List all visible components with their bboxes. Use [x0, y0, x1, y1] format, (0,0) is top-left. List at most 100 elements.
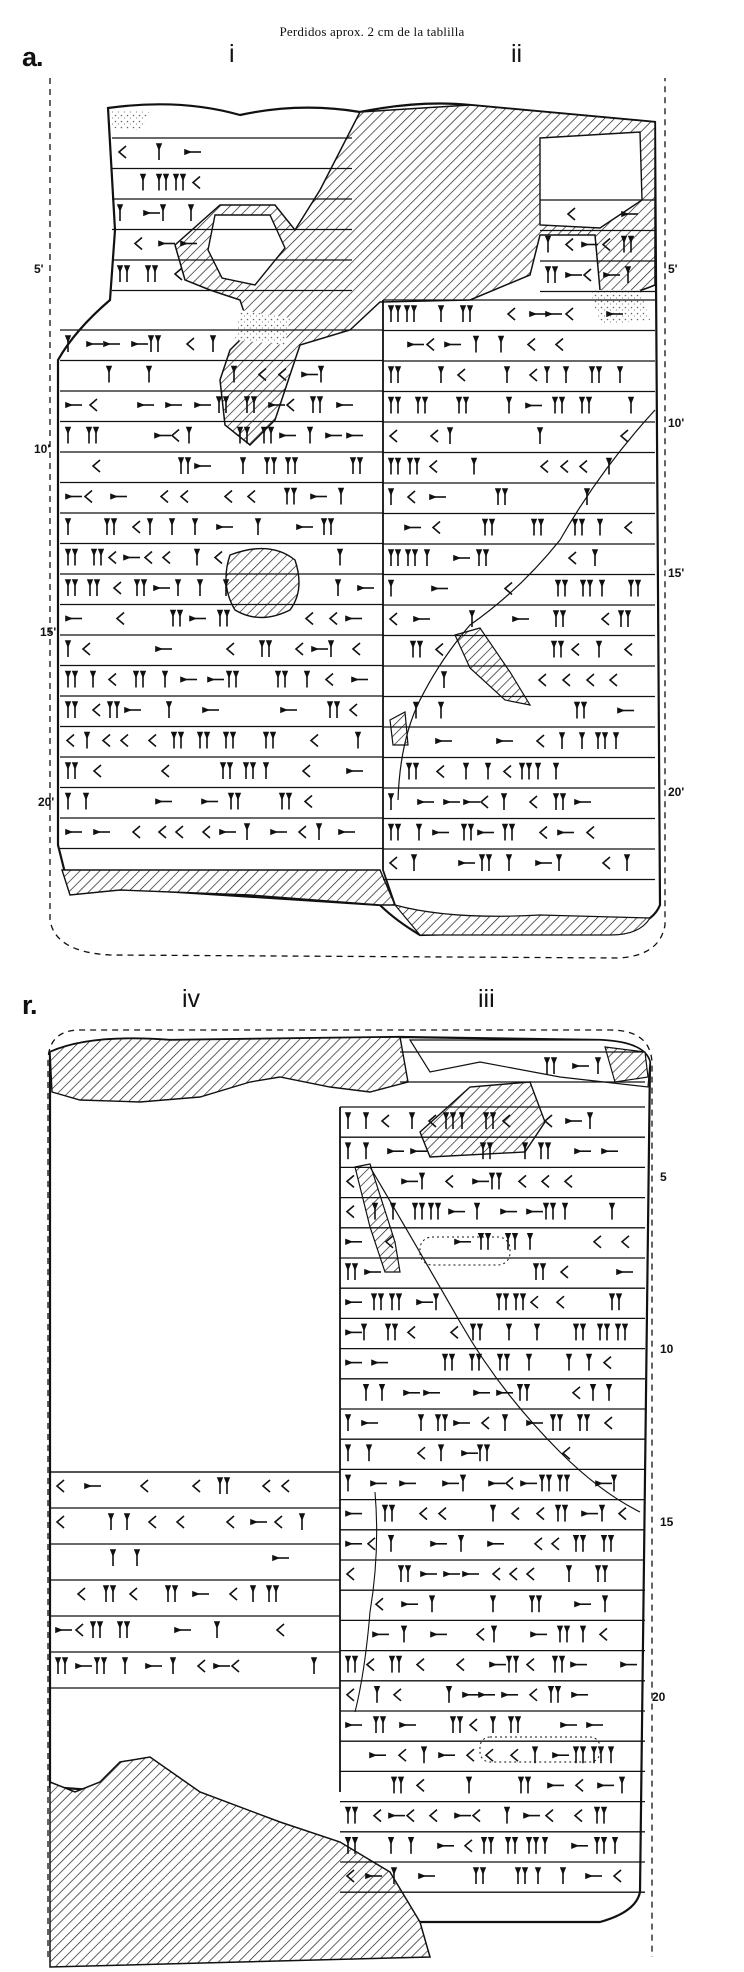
cuneiform-sign	[608, 673, 618, 687]
cuneiform-sign	[370, 1480, 387, 1487]
cuneiform-sign	[489, 1661, 506, 1668]
cuneiform-sign	[164, 1585, 179, 1602]
cuneiform-sign	[544, 1808, 554, 1823]
cuneiform-sign	[442, 1480, 459, 1487]
cuneiform-sign	[526, 1419, 543, 1427]
cuneiform-sign	[191, 1479, 201, 1493]
cuneiform-sign	[589, 1384, 597, 1401]
cuneiform-sign	[110, 493, 127, 500]
cuneiform-sign	[601, 1148, 618, 1155]
cuneiform-sign	[131, 825, 141, 839]
cuneiform-sign	[414, 396, 429, 414]
cuneiform-sign	[215, 396, 230, 413]
cuneiform-sign	[469, 1323, 484, 1341]
cuneiform-sign	[344, 1112, 352, 1129]
cuneiform-sign	[585, 1353, 593, 1371]
cuneiform-sign	[194, 462, 211, 470]
cuneiform-sign	[475, 549, 490, 566]
cuneiform-sign	[202, 706, 219, 714]
cuneiform-sign	[533, 1323, 541, 1341]
cuneiform-sign	[175, 1515, 185, 1529]
cuneiform-sign	[216, 523, 233, 531]
cuneiform-sign	[366, 1537, 376, 1551]
cuneiform-sign	[418, 1172, 426, 1190]
cuneiform-sign	[537, 673, 547, 687]
cuneiform-sign	[388, 612, 398, 626]
cuneiform-sign	[93, 828, 110, 836]
cuneiform-sign	[578, 459, 588, 474]
cuneiform-sign	[219, 828, 236, 836]
cuneiform-sign	[431, 520, 441, 535]
cuneiform-sign	[501, 823, 516, 841]
cuneiform-sign	[552, 1752, 569, 1759]
cuneiform-sign	[572, 1746, 587, 1764]
cuneiform-sign	[574, 1778, 584, 1793]
cuneiform-sign	[503, 581, 513, 596]
cuneiform-sign	[311, 645, 328, 653]
cuneiform-sign	[185, 337, 195, 351]
cuneiform-sign	[627, 579, 642, 597]
cuneiform-sign	[404, 549, 419, 566]
cuneiform-sign	[572, 1535, 587, 1552]
cuneiform-sign	[538, 1474, 553, 1492]
cuneiform-sign	[476, 1444, 491, 1462]
cuneiform-sign	[345, 1329, 362, 1336]
cuneiform-sign	[465, 1748, 475, 1762]
cuneiform-sign	[514, 1867, 529, 1884]
cuneiform-sign	[418, 1872, 435, 1880]
cuneiform-sign	[588, 366, 603, 383]
cuneiform-sign	[461, 1450, 478, 1457]
cuneiform-sign	[365, 1872, 382, 1880]
cuneiform-sign	[517, 1174, 527, 1189]
cuneiform-sign	[430, 1540, 447, 1547]
cuneiform-sign	[534, 762, 542, 780]
cuneiform-sign	[415, 823, 423, 841]
cuneiform-sign	[562, 366, 570, 383]
cuneiform-sign	[388, 1812, 405, 1819]
cuneiform-sign	[400, 1625, 408, 1643]
cuneiform-sign	[407, 341, 424, 348]
cuneiform-sign	[598, 1627, 608, 1642]
cuneiform-sign	[550, 640, 565, 658]
obverse-left-line-5: 5'	[34, 262, 44, 276]
reverse-tablet-drawing	[47, 1029, 653, 1968]
cuneiform-sign	[465, 1776, 473, 1794]
cuneiform-sign	[399, 1721, 416, 1729]
cuneiform-sign	[345, 1238, 362, 1245]
cuneiform-sign	[516, 1384, 531, 1401]
cuneiform-sign	[489, 1595, 497, 1613]
cuneiform-sign	[557, 829, 574, 836]
cuneiform-sign	[552, 610, 567, 627]
cuneiform-sign	[457, 1535, 465, 1552]
cuneiform-sign	[581, 241, 598, 248]
cuneiform-sign	[475, 1627, 485, 1642]
column-label-ii: ii	[511, 40, 523, 68]
cuneiform-sign	[453, 554, 470, 562]
cuneiform-sign	[139, 173, 147, 191]
cuneiform-sign	[610, 1474, 618, 1492]
cuneiform-sign	[230, 1659, 240, 1673]
cuneiform-sign	[542, 1202, 557, 1220]
cuneiform-sign	[388, 1293, 403, 1311]
cuneiform-sign	[415, 1778, 425, 1793]
cuneiform-sign	[154, 432, 171, 439]
cuneiform-sign	[529, 310, 546, 318]
obverse-damage-bottom	[61, 869, 397, 906]
cuneiform-sign	[260, 426, 275, 444]
cuneiform-sign	[344, 1142, 352, 1160]
cuneiform-sign	[193, 548, 201, 566]
cuneiform-sign	[479, 795, 489, 809]
cuneiform-sign	[309, 733, 319, 748]
reverse-face-label: r.	[22, 990, 38, 1020]
cuneiform-sign	[133, 579, 148, 596]
cuneiform-sign	[448, 1208, 465, 1215]
cuneiform-sign	[597, 1782, 614, 1789]
cuneiform-sign	[619, 429, 629, 443]
cuneiform-sign	[102, 1585, 117, 1602]
cuneiform-sign	[213, 550, 223, 565]
cuneiform-sign	[437, 366, 445, 383]
cuneiform-sign	[362, 1112, 370, 1129]
cuneiform-sign	[213, 1662, 230, 1670]
cuneiform-sign	[185, 426, 193, 444]
cuneiform-sign	[430, 1631, 447, 1638]
